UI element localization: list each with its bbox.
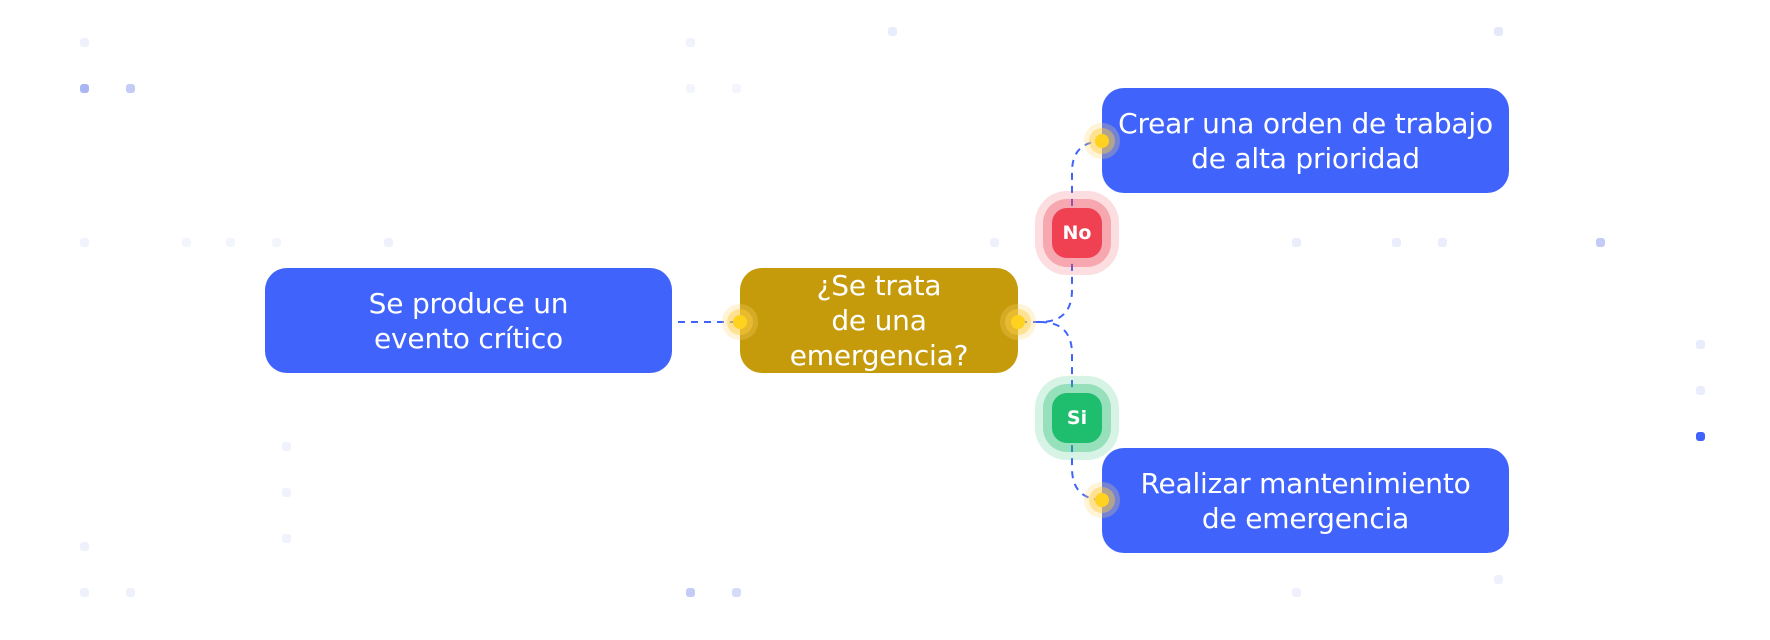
background-dot xyxy=(1696,432,1705,441)
background-dot xyxy=(80,84,89,93)
background-dot xyxy=(282,488,291,497)
background-dot xyxy=(686,588,695,597)
decision-node: ¿Se trata de una emergencia? xyxy=(740,268,1018,373)
background-dot xyxy=(126,588,135,597)
background-dot xyxy=(686,38,695,47)
background-dot xyxy=(1392,238,1401,247)
background-dot xyxy=(686,84,695,93)
background-dot xyxy=(384,238,393,247)
background-dot xyxy=(80,38,89,47)
background-dot xyxy=(732,588,741,597)
no-branch-badge: No xyxy=(1052,208,1102,258)
no-action-node: Crear una orden de trabajo de alta prior… xyxy=(1102,88,1509,193)
background-dot xyxy=(80,542,89,551)
decision-output-dot xyxy=(1011,315,1025,329)
yes-action-input-dot xyxy=(1095,493,1109,507)
background-dot xyxy=(182,238,191,247)
background-dot xyxy=(80,588,89,597)
background-dot xyxy=(1438,238,1447,247)
background-dot xyxy=(226,238,235,247)
background-dot xyxy=(282,534,291,543)
background-dot xyxy=(1494,575,1503,584)
decision-input-dot xyxy=(733,315,747,329)
no-action-node-label: Crear una orden de trabajo de alta prior… xyxy=(1118,106,1493,175)
start-node: Se produce un evento crítico xyxy=(265,268,672,373)
background-dot xyxy=(732,84,741,93)
background-dot xyxy=(1292,238,1301,247)
background-dot xyxy=(1292,588,1301,597)
yes-branch-badge: Si xyxy=(1052,393,1102,443)
yes-branch-label: Si xyxy=(1066,407,1088,429)
background-dot xyxy=(990,238,999,247)
no-branch-label: No xyxy=(1062,222,1092,244)
start-node-label: Se produce un evento crítico xyxy=(368,286,569,355)
connector-decision-to-no-action xyxy=(1020,140,1105,323)
background-dot xyxy=(126,84,135,93)
background-dot xyxy=(272,238,281,247)
yes-action-node: Realizar mantenimiento de emergencia xyxy=(1102,448,1509,553)
background-dot xyxy=(1494,27,1503,36)
decision-node-label: ¿Se trata de una emergencia? xyxy=(789,269,969,372)
background-dot xyxy=(282,442,291,451)
yes-action-node-label: Realizar mantenimiento de emergencia xyxy=(1140,466,1471,535)
no-action-input-dot xyxy=(1095,134,1109,148)
background-dot xyxy=(888,27,897,36)
background-dot xyxy=(80,238,89,247)
background-dot xyxy=(1596,238,1605,247)
background-dot xyxy=(1696,386,1705,395)
background-dot xyxy=(1696,340,1705,349)
